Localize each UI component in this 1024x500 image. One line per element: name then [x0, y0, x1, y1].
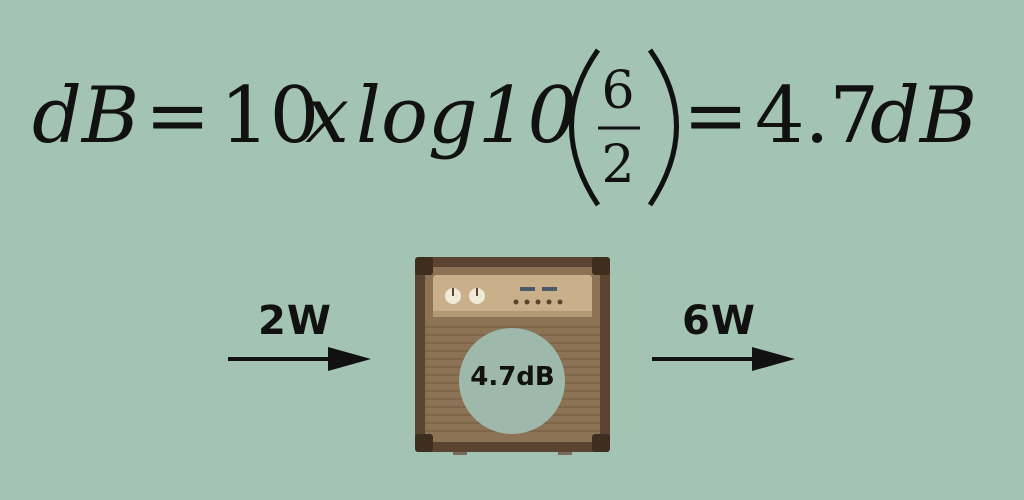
formula-result: 4.7 — [755, 71, 879, 161]
output-arrow-icon — [652, 347, 795, 371]
formula-equals-1: = — [145, 71, 210, 161]
left-paren — [569, 48, 601, 207]
decibel-formula: dB = 10 x log10 6 2 = 4.7 dB — [0, 30, 1024, 230]
formula-numerator: 6 — [601, 61, 634, 121]
right-paren — [647, 48, 679, 207]
output-power-label: 6W — [682, 298, 756, 344]
formula-function: log10 — [356, 71, 577, 161]
formula-coefficient: 10 — [220, 71, 319, 161]
input-power-label: 2W — [258, 298, 332, 344]
formula-result-unit: dB — [870, 71, 977, 161]
amplifier-icon — [415, 257, 610, 455]
formula-equals-2: = — [683, 71, 748, 161]
formula-lhs: dB — [32, 71, 139, 161]
formula-denominator: 2 — [601, 135, 634, 195]
amplifier: 4.7dB — [415, 257, 610, 457]
speaker-cone — [459, 328, 565, 434]
formula-operator: x — [305, 71, 349, 161]
amplifier-gain-label: 4.7dB — [470, 362, 555, 392]
input-arrow-icon — [228, 347, 371, 371]
